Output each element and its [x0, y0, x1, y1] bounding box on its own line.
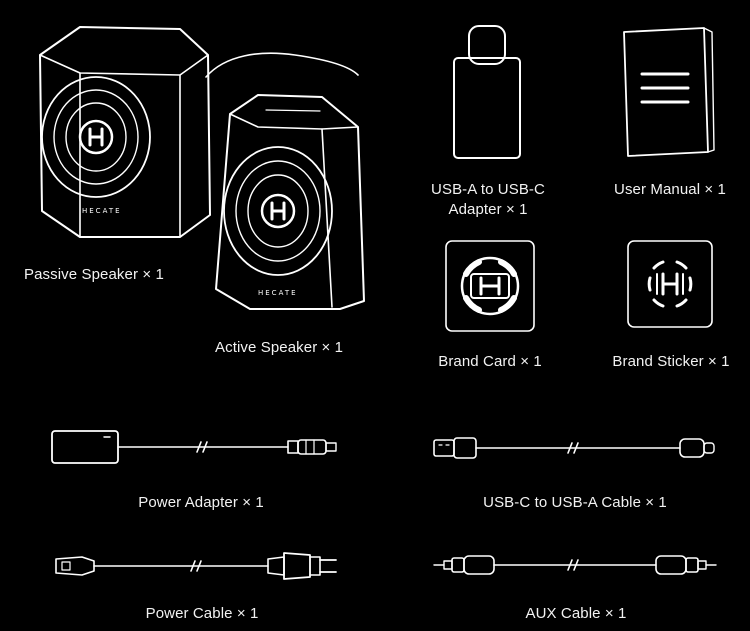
usb-adapter-label-line2: Adapter × 1	[448, 201, 528, 218]
speakers-illustration: HECATE HECATE	[20, 15, 420, 315]
power-cable-icon	[48, 545, 348, 587]
aux-cable-label: AUX Cable × 1	[525, 605, 627, 622]
usb-adapter-label-line1: USB-A to USB-C	[431, 181, 545, 198]
usb-adapter-icon	[450, 20, 530, 165]
passive-speaker-logo: HECATE	[82, 207, 122, 215]
active-speaker-icon: HECATE	[215, 94, 365, 310]
active-speaker-logo: HECATE	[258, 289, 298, 297]
brand-card-icon	[445, 240, 535, 332]
passive-speaker-label: Passive Speaker × 1	[24, 266, 164, 283]
power-cable-label: Power Cable × 1	[145, 605, 259, 622]
aux-cable-icon	[430, 550, 720, 580]
power-adapter-label: Power Adapter × 1	[138, 494, 264, 511]
user-manual-icon	[620, 26, 720, 160]
brand-sticker-icon	[627, 240, 713, 328]
usbc-cable-icon	[430, 433, 720, 463]
power-adapter-icon	[48, 425, 348, 470]
passive-speaker-icon: HECATE	[39, 26, 211, 238]
user-manual-label: User Manual × 1	[614, 181, 726, 198]
usbc-cable-label: USB-C to USB-A Cable × 1	[483, 494, 667, 511]
brand-card-label: Brand Card × 1	[438, 353, 542, 370]
active-speaker-label: Active Speaker × 1	[215, 339, 344, 356]
brand-sticker-label: Brand Sticker × 1	[612, 353, 730, 370]
